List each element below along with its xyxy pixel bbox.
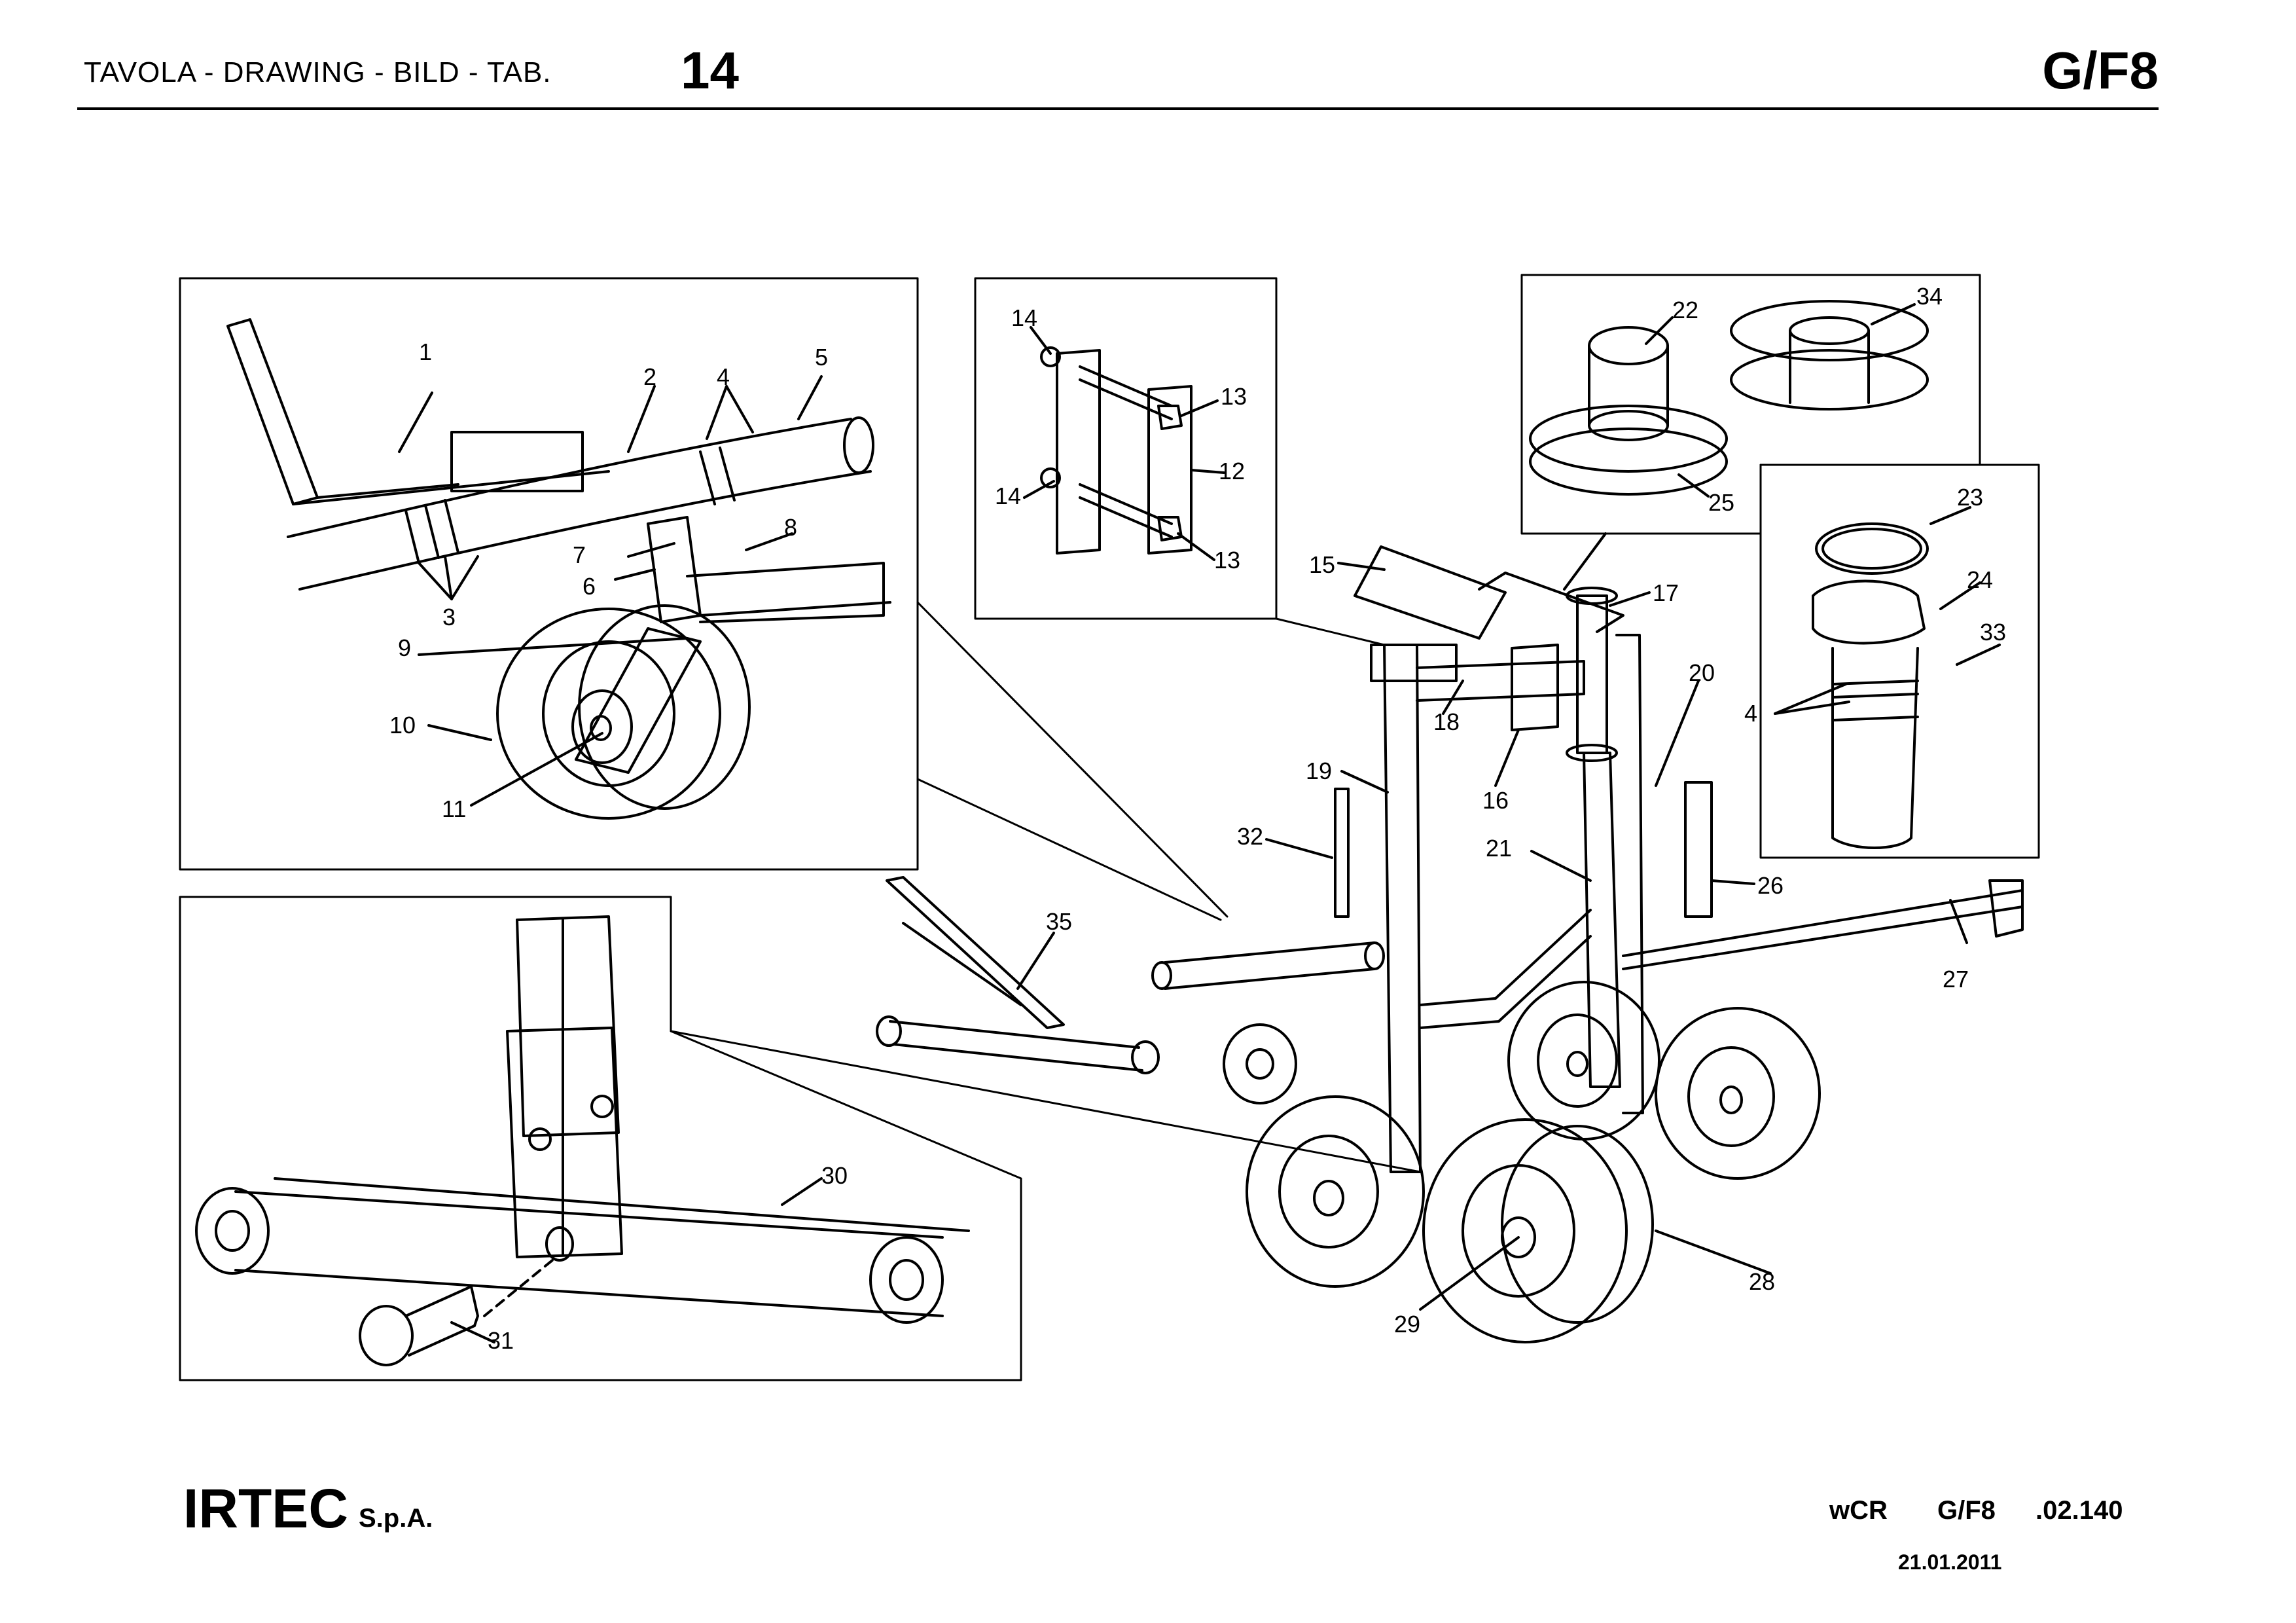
callout-1: 1 (419, 338, 432, 365)
ref-code: G/F8 (1937, 1496, 1996, 1525)
table-number: 14 (681, 41, 739, 100)
callout-7: 7 (573, 541, 586, 568)
callout-10: 10 (389, 712, 416, 739)
ref-prefix: wCR (1829, 1496, 1888, 1525)
callout-30: 30 (821, 1162, 848, 1189)
company-name: IRTEC (183, 1478, 348, 1539)
callout-9: 9 (398, 634, 411, 661)
table-code: G/F8 (2042, 41, 2159, 100)
callout-33: 33 (1980, 619, 2006, 646)
callout-27: 27 (1943, 966, 1969, 993)
callout-13b: 13 (1214, 547, 1240, 574)
callout-3: 3 (442, 604, 456, 630)
callout-13a: 13 (1221, 383, 1247, 410)
callout-12: 12 (1219, 458, 1245, 484)
callout-31: 31 (488, 1327, 514, 1354)
detail-box-beam (179, 896, 1022, 1381)
callout-25: 25 (1708, 489, 1734, 516)
detail-box-flanges (1520, 274, 1981, 591)
ref-number: .02.140 (2036, 1496, 2123, 1525)
callout-11: 11 (442, 795, 466, 822)
callout-24: 24 (1967, 566, 1993, 593)
callout-19: 19 (1306, 757, 1332, 784)
callout-6: 6 (583, 573, 596, 600)
callout-34: 34 (1916, 283, 1943, 310)
drawing-date: 21.01.2011 (1898, 1550, 2002, 1574)
callout-20: 20 (1689, 659, 1715, 686)
callout-15: 15 (1309, 551, 1335, 578)
callout-22: 22 (1672, 297, 1698, 323)
detail-box-coupling (1759, 464, 2040, 859)
callout-21: 21 (1486, 835, 1512, 862)
main-assembly (670, 545, 2024, 1343)
callout-28: 28 (1749, 1268, 1775, 1295)
callout-labels: 1 2 3 4 5 6 7 8 9 10 11 12 13 13 14 14 1… (389, 283, 2006, 1354)
callout-35: 35 (1046, 908, 1072, 935)
callout-4b: 4 (1744, 700, 1757, 727)
callout-32: 32 (1237, 823, 1263, 850)
callout-16: 16 (1482, 787, 1509, 814)
detail-box-tow-wheel (179, 277, 919, 871)
callout-26: 26 (1757, 872, 1784, 899)
callout-4: 4 (717, 363, 730, 390)
header-title: TAVOLA - DRAWING - BILD - TAB. (84, 56, 552, 88)
company-suffix: S.p.A. (359, 1504, 433, 1533)
callout-8: 8 (784, 514, 797, 541)
callout-2: 2 (643, 363, 656, 390)
callout-5: 5 (815, 344, 828, 371)
callout-23: 23 (1957, 484, 1983, 511)
callout-29: 29 (1394, 1311, 1420, 1338)
callout-14b: 14 (995, 483, 1021, 509)
callout-14a: 14 (1011, 304, 1037, 331)
callout-17: 17 (1653, 579, 1679, 606)
header-divider (77, 107, 2159, 110)
callout-18: 18 (1433, 708, 1460, 735)
